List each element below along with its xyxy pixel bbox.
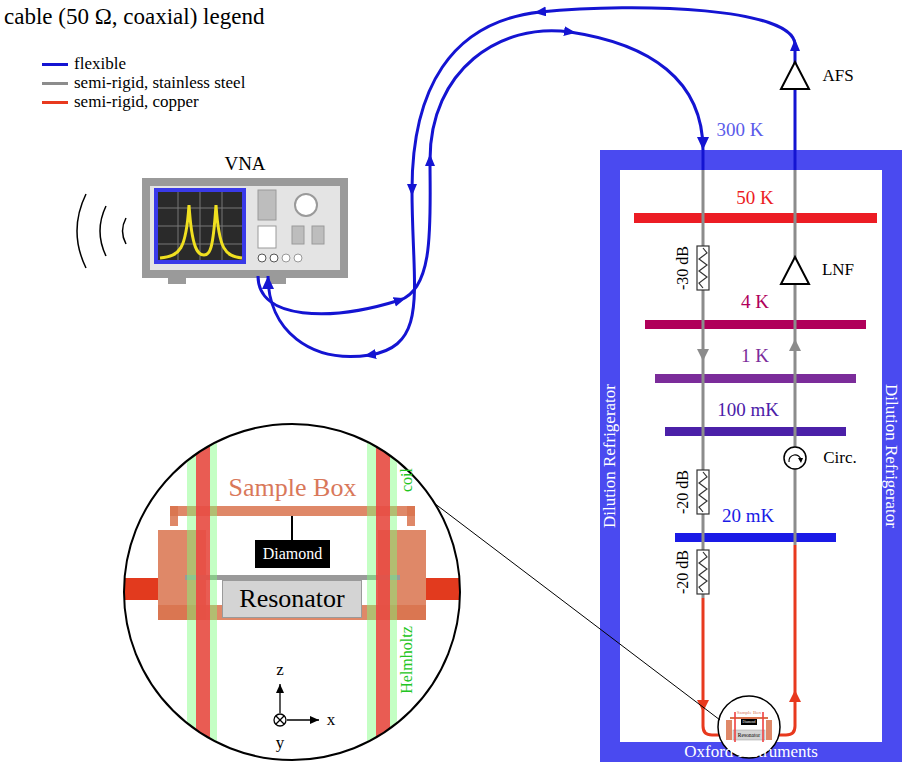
label-text: z: [276, 660, 284, 680]
cable-exit: [794, 150, 797, 170]
leader-line: [434, 503, 720, 720]
node-text: Dilution Refrigerator: [600, 384, 620, 528]
label-text: 300 K: [717, 119, 764, 141]
legend-swatch: [42, 82, 68, 85]
label-text: 20 mK: [722, 505, 774, 527]
resonator-box: Resonator: [222, 580, 362, 618]
label-text: AFS: [822, 66, 853, 86]
label-text: -20 dB: [674, 550, 692, 594]
label-text: Resonator: [738, 732, 760, 738]
diamond-box: Diamond: [255, 540, 330, 568]
stage-plate: [645, 320, 866, 329]
node-text: Dilution Refrigerator: [881, 384, 901, 528]
label-text: Sample Box: [737, 710, 762, 716]
label-text: -30 dB: [674, 246, 692, 290]
node-text: Resonator: [239, 584, 344, 614]
legend-swatch: [42, 63, 68, 66]
legend-text: semi-rigid, copper: [74, 92, 199, 112]
node-text: Sample Box: [229, 473, 357, 503]
label-text: LNF: [822, 260, 854, 280]
legend-text: semi-rigid, stainless steel: [74, 73, 245, 93]
label-text: 100 mK: [717, 399, 779, 421]
zoom-ground: [124, 424, 460, 760]
label-text: Circ.: [823, 448, 857, 468]
fridge-frame: [610, 160, 892, 752]
sample-box-drawing: [124, 410, 466, 764]
stage-plate: [655, 374, 856, 383]
zoom-circle: [124, 424, 460, 760]
stage-plate: [675, 533, 836, 542]
node-text: Diamond: [263, 545, 323, 563]
label-text: Diamond: [742, 720, 755, 724]
radio-waves: [77, 194, 126, 268]
label-text: 4 K: [741, 291, 769, 313]
flow-arrows: [697, 339, 801, 712]
internal-cables: [703, 170, 795, 735]
legend-text: flexible: [74, 54, 126, 74]
stage-plate: [634, 213, 877, 223]
stage-plate: [665, 427, 846, 436]
amplifier-symbol: [781, 257, 809, 284]
label-text: Helmholtz: [398, 626, 416, 694]
label-text: x: [327, 710, 336, 730]
label-text: coil: [398, 468, 416, 492]
node-text: VNA: [224, 153, 265, 175]
legend-title: cable (50 Ω, coaxial) legend: [4, 4, 264, 30]
sample-box: Sample BoxDiamondResonator: [155, 472, 430, 620]
cable-connector: [268, 8, 795, 357]
label-text: 50 K: [736, 187, 773, 209]
attenuator-symbol: [697, 246, 709, 594]
instrument-box: VNA: [142, 178, 348, 276]
amplifier-symbol: [781, 62, 809, 89]
vna-instrument: [146, 182, 344, 284]
cable-entry: [702, 150, 705, 170]
label-text: -20 dB: [674, 470, 692, 514]
cable-connector: [258, 31, 703, 314]
label-text: 1 K: [741, 345, 769, 367]
circulator-symbol: [784, 447, 806, 469]
label-text: y: [276, 733, 285, 753]
legend-swatch: [42, 101, 68, 104]
node-text: Oxford Instruments: [684, 742, 818, 762]
